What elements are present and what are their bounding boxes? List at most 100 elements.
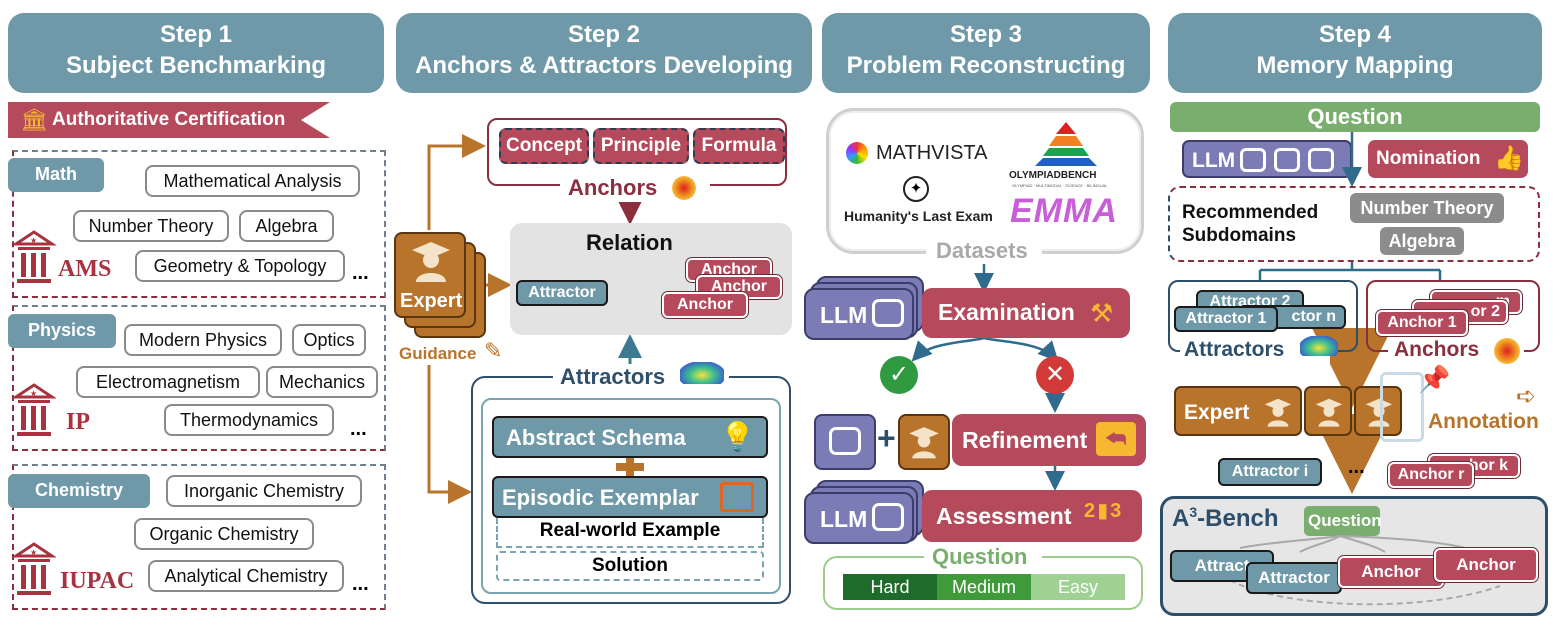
iupac-logo: ★ IUPAC — [11, 540, 142, 600]
return-icon: ⮪ — [1096, 422, 1136, 456]
subdomain-algebra: Algebra — [1380, 227, 1464, 255]
abstract-schema-label: Abstract Schema — [506, 425, 686, 450]
abstract-schema-box: Abstract Schema 💡 — [492, 416, 768, 458]
topic-inorganic-chemistry: Inorganic Chemistry — [166, 475, 362, 507]
bench-attractor-b: Attractor — [1246, 562, 1342, 594]
topic-organic-chemistry: Organic Chemistry — [134, 518, 314, 550]
recommended-panel — [1168, 186, 1540, 262]
expert-annotate-3 — [1354, 386, 1402, 436]
topic-thermodynamics: Thermodynamics — [164, 404, 334, 436]
episodic-exemplar-box: Episodic Exemplar — [492, 476, 768, 518]
llm-card-assess: LLM — [804, 492, 914, 544]
recommended-line2: Subdomains — [1182, 225, 1297, 246]
pin-icon: 📌 — [1418, 364, 1451, 394]
physics-panel — [12, 305, 386, 451]
math-tab: Math — [8, 158, 104, 192]
nomination-box: Nomination 👍 — [1368, 140, 1528, 178]
certification-label: Authoritative Certification — [52, 109, 286, 130]
heat-dot-icon — [672, 176, 696, 200]
datasets-label-bg — [926, 240, 1042, 264]
museum-icon: ★ — [11, 230, 57, 283]
robot-icon — [872, 503, 904, 531]
logo-olympiadbench-sub: OLYMPIAD · MULTIMODAL · SCIENCE · BILING… — [1012, 183, 1108, 188]
chemistry-tab: Chemistry — [8, 474, 150, 508]
chemistry-panel — [12, 464, 386, 610]
bench-anchor-b: Anchor — [1434, 548, 1538, 582]
llm-label-exam: LLM — [820, 302, 868, 328]
step1-title: Subject Benchmarking — [65, 52, 327, 79]
attractors-label: Attractors — [560, 364, 666, 389]
topic-geometry-topology: Geometry & Topology — [135, 250, 345, 282]
bench-anchor-a: Anchor — [1338, 556, 1444, 588]
clipboard-icon — [1380, 372, 1424, 442]
expert-annotate-2 — [1304, 386, 1352, 436]
anchor-k-label: hor k — [1468, 457, 1508, 474]
annotation-label: Annotation — [1428, 410, 1539, 433]
logo-olympiadbench: OLYMPIADBENCH — [1009, 170, 1097, 181]
org-iupac: IUPAC — [60, 568, 135, 594]
robot-icon — [829, 427, 861, 455]
olympiadbench-icon — [1035, 122, 1097, 166]
step3-title: Problem Reconstructing — [846, 52, 1126, 79]
difficulty-label-bg — [924, 546, 1042, 568]
difficulty-question-label: Question — [932, 544, 1028, 569]
attractor-chip-1: Attractor 1 — [1174, 306, 1278, 332]
step3-number: Step 3 — [949, 21, 1023, 48]
question-bar: Question — [1170, 102, 1540, 132]
institution-icon: 🏛 — [20, 107, 48, 132]
basin-icon — [1300, 336, 1338, 356]
topic-modern-physics: Modern Physics — [124, 324, 282, 356]
bench-title-suffix: -Bench — [1197, 505, 1279, 532]
physics-tab: Physics — [8, 314, 116, 348]
topic-electromagnetism: Electromagnetism — [76, 366, 260, 398]
datasets-label: Datasets — [936, 238, 1028, 263]
svg-text:★: ★ — [30, 548, 37, 557]
expert-icon — [412, 242, 450, 282]
refinement-box: Refinement ⮪ — [952, 414, 1146, 466]
relation-attractor: Attractor — [516, 280, 608, 306]
robot-icon — [1274, 148, 1300, 172]
anchor-chip-1: Anchor 1 — [1376, 310, 1468, 336]
cross-icon: ✕ — [1036, 356, 1074, 394]
topic-mechanics: Mechanics — [266, 366, 378, 398]
anchors-label-4: Anchors — [1394, 338, 1480, 361]
expert-annotate-box: Expert — [1174, 386, 1302, 436]
expert-annotate-label: Expert — [1184, 401, 1250, 424]
step2-header: Step 2 Anchors & Attractors Developing — [396, 13, 812, 93]
anchor-r: Anchor r — [1388, 462, 1474, 488]
bench-title: A3-Bench — [1172, 504, 1278, 533]
anchor-formula: Formula — [693, 128, 785, 164]
real-world-example-label: Real-world Example — [539, 520, 721, 541]
svg-text:★: ★ — [30, 236, 37, 245]
lightbulb-icon: 💡 — [720, 421, 755, 452]
topic-algebra: Algebra — [239, 210, 334, 242]
step4-number: Step 4 — [1318, 21, 1392, 48]
logo-emma: EMMA — [1010, 192, 1118, 230]
flowchart-icon — [720, 482, 754, 512]
robot-icon — [872, 299, 904, 327]
heat-dot-icon — [1494, 338, 1520, 364]
logo-mathvista: MATHVISTA — [876, 142, 988, 164]
topic-number-theory: Number Theory — [73, 210, 229, 242]
solution-box: Solution — [496, 551, 764, 581]
examination-box: Examination ⚒ — [922, 288, 1130, 338]
anchors-label-bg4 — [1388, 341, 1524, 363]
step4-title: Memory Mapping — [1256, 52, 1454, 79]
examination-label: Examination — [938, 299, 1075, 325]
expert-label: Expert — [400, 290, 463, 312]
expert-icon — [1315, 398, 1343, 427]
robot-icon — [1240, 148, 1266, 172]
anchors-label: Anchors — [568, 175, 658, 200]
episodic-exemplar-label: Episodic Exemplar — [502, 485, 699, 510]
anchor-concept: Concept — [499, 128, 589, 164]
museum-icon: ★ — [11, 542, 57, 595]
expert-icon — [1264, 398, 1292, 427]
llm-strip: LLM — [1182, 140, 1352, 178]
refine-expert — [898, 414, 950, 470]
solution-label: Solution — [592, 555, 668, 576]
guidance-label: Guidance — [399, 344, 477, 363]
attractors-label-4: Attractors — [1184, 338, 1285, 361]
assessment-label: Assessment — [936, 503, 1072, 529]
relation-label: Relation — [586, 230, 673, 255]
recommended-line1: Recommended — [1182, 202, 1319, 223]
